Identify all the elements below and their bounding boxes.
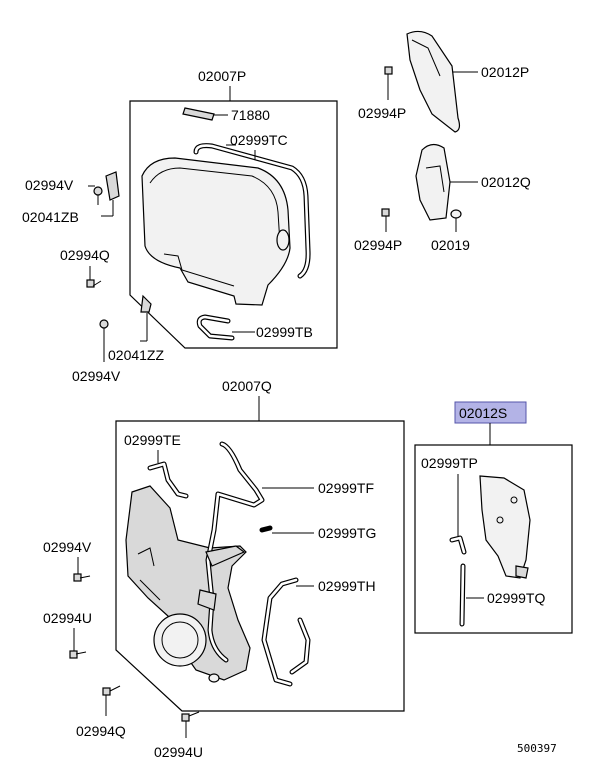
bolt-02994q-a[interactable] (86, 279, 95, 288)
label-02007p[interactable]: 02007P (198, 68, 246, 84)
group-02007p: 02007P 71880 02999TC 02999TB (129, 68, 338, 349)
bracket-02041zb[interactable] (105, 171, 120, 201)
group-02994q-a: 02994Q (60, 247, 110, 288)
diagram-id: 500397 (517, 742, 557, 755)
bolt-02994q-b[interactable] (102, 687, 111, 696)
label-02994v-a[interactable]: 02994V (25, 177, 74, 193)
label-02994v-c[interactable]: 02994V (43, 539, 92, 555)
part-02999tg[interactable] (259, 525, 273, 533)
label-02012p[interactable]: 02012P (481, 64, 529, 80)
group-02041zb: 02994V 02041ZB (22, 171, 120, 225)
label-02999tq[interactable]: 02999TQ (487, 590, 545, 606)
bolt-02994v-a[interactable] (93, 186, 103, 196)
group-lower-bolts: 02994V 02994U 02994Q 02994U (43, 539, 203, 760)
bolt-02994v-b[interactable] (99, 319, 109, 329)
part-02012p[interactable] (406, 30, 461, 133)
label-02999tf[interactable]: 02999TF (318, 480, 374, 496)
label-02999tg[interactable]: 02999TG (318, 525, 376, 541)
label-02999tc[interactable]: 02999TC (230, 132, 288, 148)
label-71880[interactable]: 71880 (231, 107, 270, 123)
part-71880[interactable] (182, 107, 215, 121)
group-02007q: 02007Q 02999TE 02999TF 02999TG 02999TH (115, 378, 405, 712)
label-02994v-b[interactable]: 02994V (72, 368, 121, 384)
bolt-02994u-a[interactable] (69, 650, 78, 659)
label-02994p-b[interactable]: 02994P (354, 237, 402, 253)
part-upper-cover[interactable] (141, 157, 291, 306)
label-02994q-a[interactable]: 02994Q (60, 247, 110, 263)
label-02041zb[interactable]: 02041ZB (22, 209, 79, 225)
box-02007p (129, 100, 338, 349)
part-02999th[interactable] (261, 577, 299, 687)
label-02994u-b[interactable]: 02994U (154, 744, 203, 760)
label-02999tp[interactable]: 02999TP (421, 455, 478, 471)
label-02994p-a[interactable]: 02994P (358, 105, 406, 121)
part-02019[interactable] (450, 209, 462, 219)
box-02012s (414, 444, 573, 634)
group-02012q: 02012Q 02994P 02019 (354, 143, 531, 253)
label-02999te[interactable]: 02999TE (124, 432, 181, 448)
part-02012s[interactable] (479, 475, 531, 579)
group-02012p: 02012P 02994P (358, 30, 529, 133)
label-02019[interactable]: 02019 (431, 237, 470, 253)
bolt-02994p-a[interactable] (384, 66, 393, 75)
label-02994u-a[interactable]: 02994U (43, 610, 92, 626)
bolt-02994u-b[interactable] (181, 713, 190, 722)
label-02012s[interactable]: 02012S (459, 405, 507, 421)
bolt-02994p-b[interactable] (381, 208, 390, 217)
label-02999th[interactable]: 02999TH (318, 578, 376, 594)
part-lower-cover[interactable] (125, 485, 251, 681)
label-02041zz[interactable]: 02041ZZ (108, 347, 164, 363)
bolt-02994v-c[interactable] (73, 573, 82, 582)
label-02012q[interactable]: 02012Q (481, 174, 531, 190)
group-02041zz: 02041ZZ 02994V (72, 294, 164, 384)
bracket-02041zz[interactable] (140, 294, 152, 313)
part-02012q[interactable] (415, 143, 451, 221)
box-02007q (115, 420, 405, 712)
group-02012s: 02012S 02999TP 02999TQ (414, 401, 573, 634)
label-02007q[interactable]: 02007Q (222, 378, 272, 394)
label-02994q-b[interactable]: 02994Q (76, 723, 126, 739)
label-02999tb[interactable]: 02999TB (256, 324, 313, 340)
